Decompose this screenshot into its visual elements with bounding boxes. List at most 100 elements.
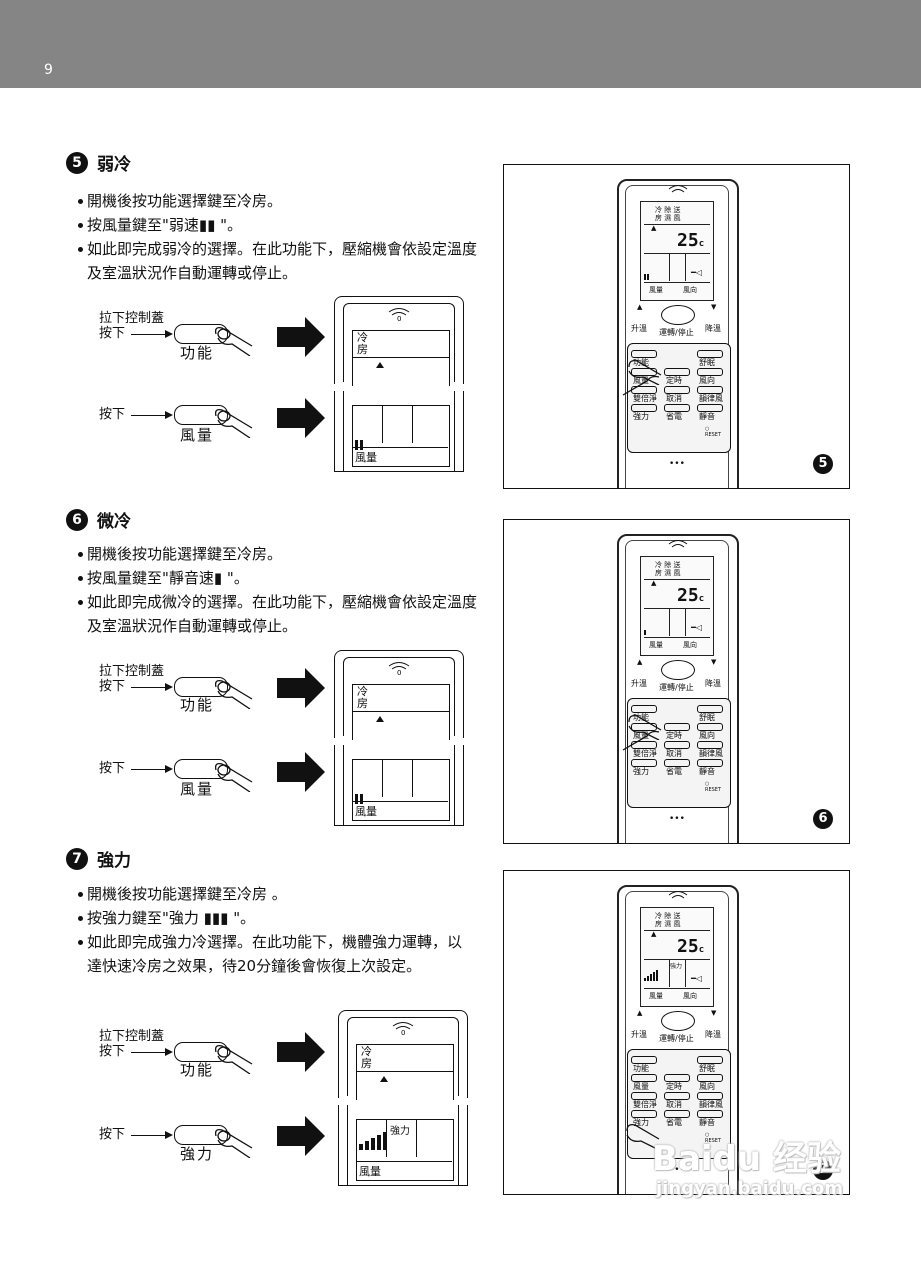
remote-key[interactable]: 舒眠: [699, 1064, 715, 1073]
lcd-temp: 25c: [677, 230, 705, 251]
big-arrow-icon: [277, 317, 325, 357]
finger-icon: [214, 1044, 253, 1074]
remote-key[interactable]: 強力: [633, 412, 649, 421]
step-label-line: 按下: [99, 1044, 126, 1059]
fan-level-bars: [359, 1131, 389, 1150]
pointer-arrow: [131, 1048, 173, 1056]
mode-char: 冷: [357, 685, 368, 698]
remote-photo: 冷 除 送 房 濕 風 ▲ 25c ━◁ 風量 風向 ▲ ▼ 升溫 運轉/停止 …: [503, 519, 850, 844]
signal-icon: 0: [392, 1022, 414, 1035]
section-heading: 強力: [97, 851, 131, 871]
lcd-fan-label: 風量: [649, 641, 663, 649]
remote-key[interactable]: 靜音: [699, 1118, 715, 1127]
remote-key[interactable]: 靜音: [699, 767, 715, 776]
remote-key[interactable]: 功能: [633, 713, 649, 722]
remote-key[interactable]: 風量: [633, 1082, 649, 1091]
remote-key[interactable]: 風向: [699, 1082, 715, 1091]
remote-key[interactable]: 省電: [666, 412, 682, 421]
section-title: 5 弱冷: [66, 150, 131, 175]
remote-key[interactable]: 韻律風: [699, 394, 723, 403]
lcd-bars: [644, 272, 650, 280]
remote-key[interactable]: 雙倍淨: [633, 1100, 657, 1109]
instruction-item: 按風量鍵至"靜音速▮ "。: [78, 566, 488, 590]
remote-key[interactable]: 取消: [666, 749, 682, 758]
mode-char: 房: [357, 343, 368, 356]
remote-key[interactable]: 雙倍淨: [633, 749, 657, 758]
instruction-item: 按強力鍵至"強力 ▮▮▮ "。: [78, 906, 473, 930]
step-label-line: 拉下控制蓋: [99, 311, 165, 326]
remote-key[interactable]: 取消: [666, 394, 682, 403]
remote-key[interactable]: 舒眠: [699, 713, 715, 722]
pointer-arrow: [131, 330, 173, 338]
lcd-temp: 25c: [677, 585, 705, 606]
instruction-item: 開機後按功能選擇鍵至冷房。: [78, 542, 488, 566]
svg-text:0: 0: [397, 669, 401, 675]
dots-icon: •••: [669, 1165, 685, 1175]
pointer-arrow: [131, 765, 173, 773]
remote-key[interactable]: 風向: [699, 376, 715, 385]
fan-bar: [355, 794, 358, 804]
page-header-bar: 9: [0, 0, 921, 88]
big-arrow-icon: [277, 752, 325, 792]
lcd-mode-row: 冷 除 送: [655, 206, 681, 214]
finger-icon: [214, 326, 253, 356]
mini-remote-display: 0 冷 房: [338, 1010, 468, 1100]
big-arrow-icon: [277, 668, 325, 708]
temp-up-button[interactable]: 升溫: [631, 1030, 647, 1039]
remote-key[interactable]: 定時: [666, 731, 682, 740]
step-label: 按下: [99, 407, 126, 422]
remote-key[interactable]: 風量: [633, 376, 649, 385]
instruction-list: 開機後按功能選擇鍵至冷房。 按風量鍵至"靜音速▮ "。 如此即完成微冷的選擇。在…: [78, 542, 488, 638]
finger-icon: [214, 1128, 253, 1158]
finger-icon: [214, 679, 253, 709]
power-button[interactable]: 運轉/停止: [659, 683, 694, 692]
lcd-mode-row: 房 濕 風: [655, 214, 681, 222]
temp-down-button[interactable]: 降溫: [705, 324, 721, 333]
lcd-fan-label: 風量: [649, 286, 663, 294]
temp-down-button[interactable]: 降溫: [705, 1030, 721, 1039]
dots-icon: •••: [669, 814, 685, 824]
temp-up-button[interactable]: 升溫: [631, 324, 647, 333]
section-number: 7: [66, 847, 88, 870]
mini-remote-display: 0 冷 房: [334, 650, 464, 740]
power-button[interactable]: 運轉/停止: [659, 328, 694, 337]
fan-button-pill: [174, 759, 228, 779]
remote-key[interactable]: 強力: [633, 767, 649, 776]
remote-key[interactable]: 定時: [666, 1082, 682, 1091]
pointing-finger-icon: [628, 359, 662, 385]
big-arrow-icon: [277, 1116, 325, 1156]
remote-key[interactable]: 風量: [633, 731, 649, 740]
fan-button-pill: [174, 405, 228, 425]
fan-label: 風量: [355, 805, 377, 818]
temp-up-button[interactable]: 升溫: [631, 679, 647, 688]
remote-key[interactable]: 省電: [666, 1118, 682, 1127]
remote-photo: 冷 除 送 房 濕 風 ▲ 25c ━◁ 風量 風向 ▲ ▼ 升溫 運轉/停止 …: [503, 164, 850, 489]
remote-key[interactable]: 韻律風: [699, 749, 723, 758]
power-button[interactable]: 運轉/停止: [659, 1034, 694, 1043]
reset-label: ○RESET: [705, 1132, 722, 1144]
remote-key[interactable]: 定時: [666, 376, 682, 385]
remote-key[interactable]: 省電: [666, 767, 682, 776]
fan-level-bars: [355, 785, 365, 804]
remote-key[interactable]: 功能: [633, 1064, 649, 1073]
remote-key[interactable]: 強力: [633, 1118, 649, 1127]
lcd-mode-row: 房 濕 風: [655, 569, 681, 577]
photo-number: 5: [813, 454, 833, 474]
remote-key[interactable]: 雙倍淨: [633, 394, 657, 403]
remote-key[interactable]: 風向: [699, 731, 715, 740]
remote-key[interactable]: 取消: [666, 1100, 682, 1109]
function-button-label: 功能: [180, 1061, 215, 1079]
step-label: 按下: [99, 761, 126, 776]
lcd-bars: [644, 627, 647, 635]
step-label: 拉下控制蓋 按下: [99, 1029, 164, 1059]
lcd-mode-row: 房 濕 風: [655, 920, 681, 928]
lcd-screen: 冷 除 送 房 濕 風 ▲ 25c ━◁ 風量 風向: [640, 556, 714, 656]
remote-key[interactable]: 靜音: [699, 412, 715, 421]
mode-label: 冷 房: [361, 1046, 372, 1070]
temp-down-button[interactable]: 降溫: [705, 679, 721, 688]
remote-key[interactable]: 韻律風: [699, 1100, 723, 1109]
mini-remote-display: 強力 風量: [338, 1105, 468, 1186]
remote-key[interactable]: 舒眠: [699, 358, 715, 367]
remote-key[interactable]: 功能: [633, 358, 649, 367]
section-heading: 微冷: [97, 512, 131, 532]
